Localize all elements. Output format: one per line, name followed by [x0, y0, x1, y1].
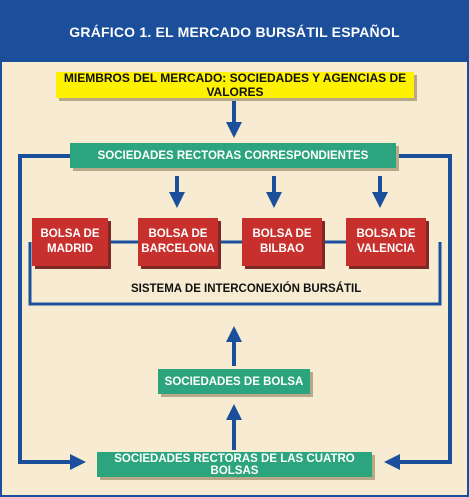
bolsa-madrid-box: BOLSA DE MADRID	[32, 218, 108, 266]
rectoras-box: SOCIEDADES RECTORAS CORRESPONDIENTES	[70, 143, 396, 168]
bolsa-barcelona-line1: BOLSA DE	[148, 228, 208, 240]
bolsa-madrid-line1: BOLSA DE	[40, 228, 100, 240]
bolsa-bilbao-box: BOLSA DE BILBAO	[242, 218, 322, 266]
bolsa-valencia-line2: VALENCIA	[357, 243, 415, 255]
bolsa-barcelona-box: BOLSA DE BARCELONA	[138, 218, 218, 266]
cuatro-bolsas-label: SOCIEDADES RECTORAS DE LAS CUATRO BOLSAS	[114, 452, 355, 477]
bolsa-bilbao-line2: BILBAO	[259, 243, 305, 255]
cuatro-bolsas-box: SOCIEDADES RECTORAS DE LAS CUATRO BOLSAS	[97, 452, 372, 477]
sistema-bracket	[28, 242, 442, 306]
bolsa-valencia-box: BOLSA DE VALENCIA	[346, 218, 426, 266]
members-label: MIEMBROS DEL MERCADO: SOCIEDADES Y AGENC…	[63, 71, 407, 99]
sociedades-bolsa-box: SOCIEDADES DE BOLSA	[158, 369, 310, 394]
bolsa-barcelona-line2: BARCELONA	[141, 243, 215, 255]
left-loop-line	[18, 154, 86, 470]
rectoras-label: SOCIEDADES RECTORAS CORRESPONDIENTES	[97, 149, 369, 162]
members-box: MIEMBROS DEL MERCADO: SOCIEDADES Y AGENC…	[56, 71, 414, 99]
sociedades-bolsa-label: SOCIEDADES DE BOLSA	[164, 375, 304, 388]
sistema-label: SISTEMA DE INTERCONEXIÓN BURSÁTIL	[131, 283, 362, 295]
diagram-title: GRÁFICO 1. EL MERCADO BURSÁTIL ESPAÑOL	[2, 2, 467, 62]
right-loop-line	[384, 154, 452, 470]
bolsa-madrid-line2: MADRID	[47, 243, 93, 255]
bolsa-bilbao-line1: BOLSA DE	[252, 228, 312, 240]
bolsa-valencia-line1: BOLSA DE	[356, 228, 416, 240]
